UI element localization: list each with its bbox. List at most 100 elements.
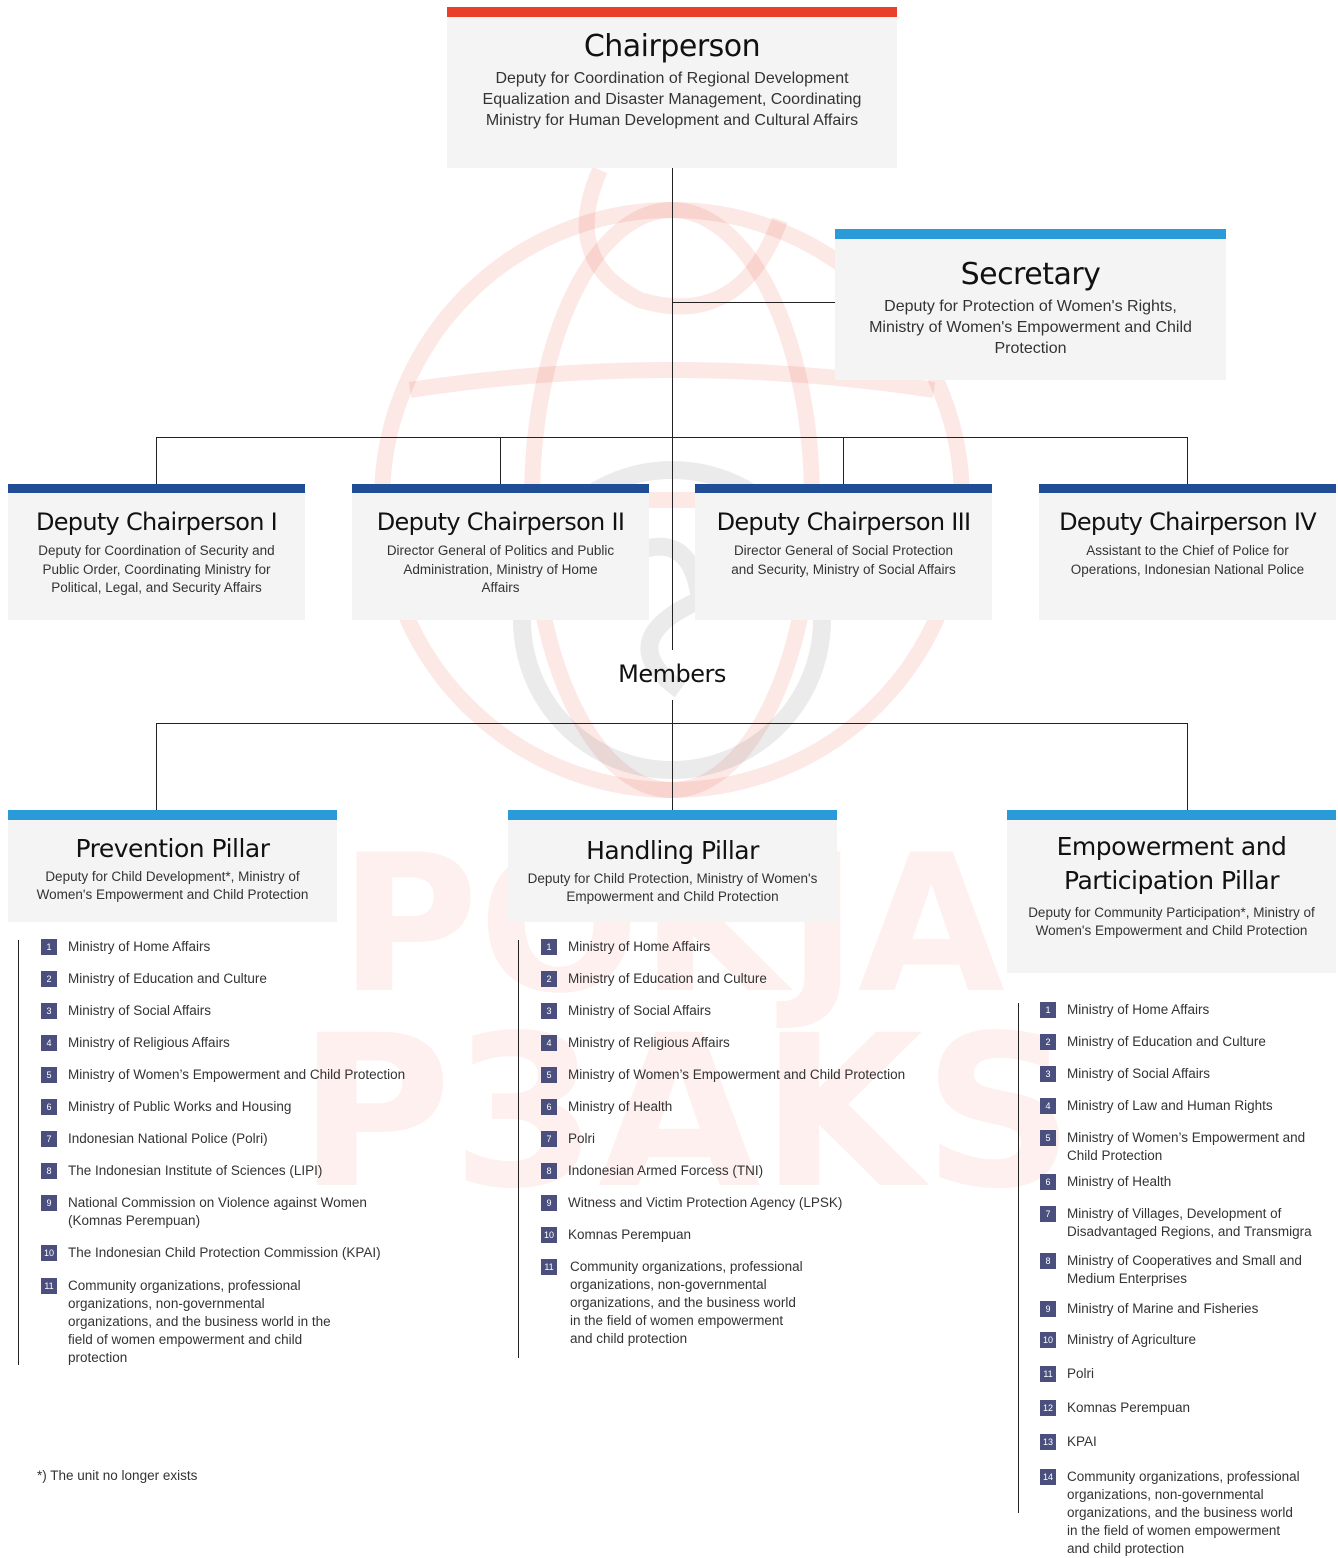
deputy-accent-bar (8, 484, 305, 493)
item-number-badge: 6 (1040, 1174, 1056, 1190)
deputy-title: Deputy Chairperson IV (1059, 508, 1317, 536)
item-number-badge: 2 (541, 971, 557, 987)
item-label: The Indonesian Institute of Sciences (LI… (68, 1163, 323, 1178)
item-number-badge: 12 (1040, 1400, 1056, 1416)
deputy-title: Deputy Chairperson I (35, 508, 278, 536)
empowerment-pillar-box: Empowerment and Participation Pillar Dep… (1007, 810, 1336, 973)
secretary-desc: Deputy for Protection of Women's Rights,… (869, 298, 1192, 357)
deputy-accent-bar (352, 484, 649, 493)
members-label: Members (618, 660, 726, 688)
item-label: Ministry of Women’s Empowerment and Chil… (68, 1067, 406, 1082)
item-number-badge: 7 (41, 1131, 57, 1147)
item-label: Ministry of Social Affairs (1067, 1066, 1211, 1081)
item-number-badge: 7 (541, 1131, 557, 1147)
chairperson-box: Chairperson Deputy for Coordination of R… (447, 7, 897, 168)
item-number-badge: 3 (541, 1003, 557, 1019)
item-label: Ministry of Cooperatives and Small and M… (1067, 1253, 1302, 1286)
item-number-badge: 9 (1040, 1301, 1056, 1317)
item-number-badge: 2 (41, 971, 57, 987)
pillar-accent-bar (8, 810, 337, 820)
item-label: Polri (1067, 1366, 1095, 1381)
item-label: Ministry of Women’s Empowerment and Chil… (1067, 1130, 1306, 1163)
secretary-box: Secretary Deputy for Protection of Women… (835, 229, 1226, 380)
deputy-desc: Director General of Politics and Public … (386, 543, 615, 595)
item-label: Ministry of Health (1067, 1174, 1172, 1189)
item-label: The Indonesian Child Protection Commissi… (68, 1245, 381, 1260)
item-number-badge: 9 (41, 1195, 57, 1211)
item-label: Ministry of Religious Affairs (68, 1035, 230, 1050)
item-number-badge: 10 (41, 1245, 57, 1261)
chairperson-accent-bar (447, 7, 897, 17)
item-number-badge: 4 (41, 1035, 57, 1051)
item-number-badge: 11 (1040, 1366, 1056, 1382)
item-number-badge: 1 (41, 939, 57, 955)
item-number-badge: 5 (541, 1067, 557, 1083)
item-label: Ministry of Religious Affairs (568, 1035, 730, 1050)
item-label: Ministry of Women’s Empowerment and Chil… (568, 1067, 906, 1082)
item-number-badge: 4 (541, 1035, 557, 1051)
item-number-badge: 3 (41, 1003, 57, 1019)
pillar-title: Empowerment and Participation Pillar (1056, 832, 1287, 895)
pillar-desc: Deputy for Community Participation*, Min… (1028, 905, 1315, 938)
item-label: Community organizations, professional or… (1067, 1469, 1300, 1556)
pillar-accent-bar (508, 810, 837, 820)
pillar-accent-bar (1007, 810, 1336, 820)
item-label: Community organizations, professional or… (68, 1278, 331, 1365)
handling-pillar-box: Handling Pillar Deputy for Child Protect… (508, 810, 837, 922)
item-label: Ministry of Law and Human Rights (1067, 1098, 1273, 1113)
item-number-badge: 11 (41, 1278, 57, 1294)
item-label: Ministry of Home Affairs (68, 939, 211, 954)
item-number-badge: 8 (541, 1163, 557, 1179)
item-number-badge: 11 (541, 1259, 557, 1275)
item-label: Ministry of Education and Culture (68, 971, 267, 986)
item-number-badge: 9 (541, 1195, 557, 1211)
item-number-badge: 6 (541, 1099, 557, 1115)
deputy-accent-bar (695, 484, 992, 493)
pillar-desc: Deputy for Child Development*, Ministry … (36, 869, 309, 902)
item-number-badge: 2 (1040, 1034, 1056, 1050)
item-number-badge: 8 (41, 1163, 57, 1179)
deputy-title: Deputy Chairperson II (376, 508, 625, 536)
item-label: Ministry of Home Affairs (568, 939, 711, 954)
item-number-badge: 8 (1040, 1253, 1056, 1269)
item-label: Komnas Perempuan (1067, 1400, 1191, 1415)
item-number-badge: 4 (1040, 1098, 1056, 1114)
item-label: Ministry of Villages, Development of Dis… (1067, 1206, 1312, 1239)
deputy-accent-bar (1039, 484, 1336, 493)
secretary-title: Secretary (960, 257, 1101, 292)
item-label: Ministry of Social Affairs (68, 1003, 212, 1018)
item-number-badge: 13 (1040, 1434, 1056, 1450)
deputy-chairperson-1-box: Deputy Chairperson I Deputy for Coordina… (8, 484, 305, 620)
item-label: National Commission on Violence against … (68, 1195, 367, 1228)
item-number-badge: 7 (1040, 1206, 1056, 1222)
item-number-badge: 5 (41, 1067, 57, 1083)
pillar-title: Handling Pillar (586, 836, 759, 865)
deputy-desc: Director General of Social Protection an… (731, 543, 956, 577)
pillar-desc: Deputy for Child Protection, Ministry of… (527, 871, 818, 904)
item-label: Ministry of Home Affairs (1067, 1002, 1210, 1017)
deputy-title: Deputy Chairperson III (716, 508, 972, 536)
item-label: Ministry of Marine and Fisheries (1067, 1301, 1259, 1316)
item-number-badge: 3 (1040, 1066, 1056, 1082)
prevention-pillar-box: Prevention Pillar Deputy for Child Devel… (8, 810, 337, 922)
deputy-chairperson-2-box: Deputy Chairperson II Director General o… (352, 484, 649, 620)
item-number-badge: 14 (1040, 1469, 1056, 1485)
deputy-chairperson-4-box: Deputy Chairperson IV Assistant to the C… (1039, 484, 1336, 620)
item-label: Community organizations, professional or… (570, 1259, 803, 1346)
item-label: Ministry of Public Works and Housing (68, 1099, 292, 1114)
item-number-badge: 10 (541, 1227, 557, 1243)
chairperson-desc: Deputy for Coordination of Regional Deve… (482, 70, 862, 129)
item-label: Ministry of Education and Culture (568, 971, 767, 986)
item-label: Witness and Victim Protection Agency (LP… (568, 1195, 843, 1210)
item-number-badge: 10 (1040, 1332, 1056, 1348)
item-number-badge: 6 (41, 1099, 57, 1115)
pillar-title: Prevention Pillar (75, 834, 270, 863)
deputy-chairperson-3-box: Deputy Chairperson III Director General … (695, 484, 992, 620)
deputy-desc: Assistant to the Chief of Police for Ope… (1070, 543, 1305, 577)
item-label: Ministry of Education and Culture (1067, 1034, 1266, 1049)
item-label: Polri (568, 1131, 596, 1146)
secretary-accent-bar (835, 229, 1226, 239)
item-number-badge: 1 (541, 939, 557, 955)
item-number-badge: 5 (1040, 1130, 1056, 1146)
item-label: Indonesian Armed Forcess (TNI) (568, 1163, 764, 1178)
